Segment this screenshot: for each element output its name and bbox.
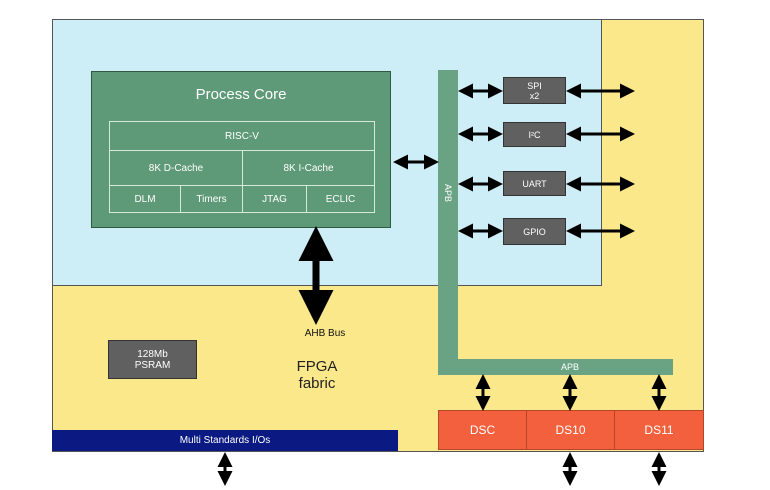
spi-label: SPI (527, 80, 542, 91)
process-core-title: Process Core (195, 86, 287, 103)
spi-count-label: x2 (529, 90, 540, 101)
eclic-cell: ECLIC (306, 185, 375, 213)
apb-bus-vertical (438, 70, 458, 375)
i2c-block: I²C (503, 122, 566, 147)
apb-horizontal-label: APB (560, 362, 579, 372)
uart-block: UART (503, 171, 566, 196)
apb-vertical-label: APB (443, 183, 453, 202)
process-core-block (91, 71, 391, 228)
fabric-label: fabric (298, 375, 336, 392)
psram-size-label: 128Mb (137, 348, 168, 360)
ds10-block: DS10 (526, 410, 615, 450)
gpio-block: GPIO (503, 218, 566, 245)
apb-bus-horizontal (438, 359, 673, 375)
fpga-fabric-label: FPGA fabric (272, 358, 362, 392)
fpga-label: FPGA (296, 358, 338, 375)
psram-type-label: PSRAM (134, 359, 171, 371)
ahb-bus-label: AHB Bus (304, 328, 346, 339)
psram-block: 128Mb PSRAM (108, 340, 197, 379)
io-standards-bar: Multi Standards I/Os (52, 430, 398, 451)
spi-block: SPI x2 (503, 77, 566, 104)
ds11-block: DS11 (614, 410, 704, 450)
